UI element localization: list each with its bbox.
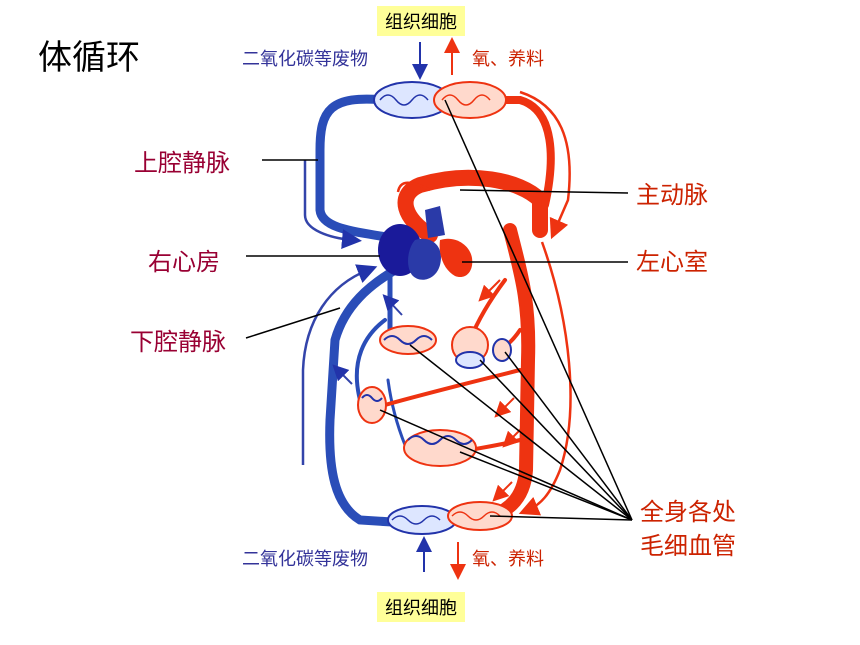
capillaries-label-line1: 全身各处 xyxy=(640,498,736,526)
aorta-pointer xyxy=(459,189,629,194)
arch-flow-arrow xyxy=(396,181,431,193)
top-nutrients-label: 氧、养料 xyxy=(472,49,544,70)
inferior-vena-cava-label: 下腔静脉 xyxy=(130,328,226,356)
left-ventricle xyxy=(439,238,473,278)
page-title: 体循环 xyxy=(38,38,140,78)
capillary-intestine xyxy=(403,429,477,467)
ivc-flow-arrow xyxy=(301,264,378,465)
bottom-tissue-cell-label: 组织细胞 xyxy=(377,592,465,622)
capillary-bottom xyxy=(387,501,513,535)
right-atrium-label: 右心房 xyxy=(148,248,220,276)
cap-pointer-top xyxy=(444,99,633,521)
top-waste-label: 二氧化碳等废物 xyxy=(242,49,368,70)
aorta-label: 主动脉 xyxy=(636,181,708,209)
ivc-pointer xyxy=(245,307,341,339)
bottom-waste-label: 二氧化碳等废物 xyxy=(242,549,368,570)
superior-vena-cava-label: 上腔静脉 xyxy=(134,149,230,177)
capillary-top xyxy=(373,81,507,119)
pointer-lines xyxy=(245,99,633,521)
left-ventricle-label: 左心室 xyxy=(636,248,708,276)
capillary-upper-left-organ xyxy=(379,325,437,355)
top-tissue-cell-label: 组织细胞 xyxy=(377,6,465,36)
right-ventricle xyxy=(408,238,441,280)
svc-flow-arrow xyxy=(303,160,362,250)
capillaries-label-line2: 毛细血管 xyxy=(640,532,736,560)
capillary-small-left xyxy=(357,386,387,424)
capillary-liver xyxy=(451,326,512,369)
descending-flow-arrow xyxy=(518,241,572,516)
heart xyxy=(378,206,473,280)
pulmonary-trunk xyxy=(425,206,445,238)
bottom-nutrients-label: 氧、养料 xyxy=(472,549,544,570)
